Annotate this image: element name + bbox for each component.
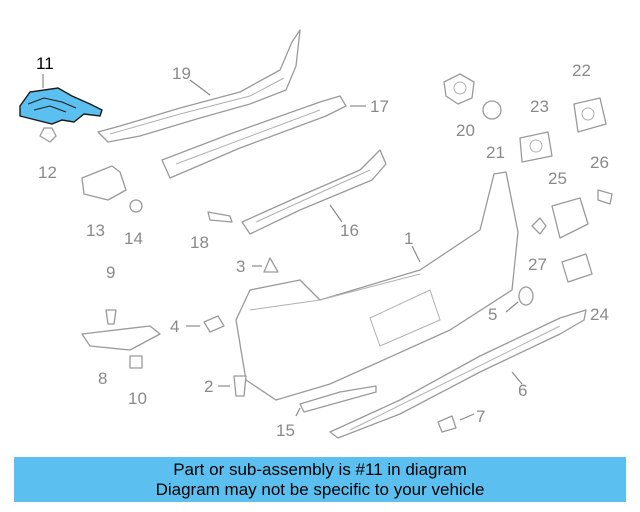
callout-19: 19 [172, 64, 191, 83]
callout-27: 27 [528, 255, 547, 274]
callout-4: 4 [170, 317, 179, 336]
part-12-clip[interactable] [39, 127, 57, 143]
callout-2: 2 [204, 377, 213, 396]
part-10-nut[interactable] [129, 355, 143, 369]
part-16-bumper-beam[interactable] [241, 149, 387, 235]
part-22-sensor-holder[interactable] [573, 97, 607, 133]
part-11-bracket[interactable] [19, 87, 103, 125]
part-14-nut[interactable] [129, 199, 143, 213]
part-3-fastener[interactable] [263, 257, 279, 273]
part-23-sensor-holder[interactable] [519, 131, 553, 163]
callout-20: 20 [456, 121, 475, 140]
part-21-grommet[interactable] [482, 100, 502, 120]
part-25-side-bracket[interactable] [551, 197, 589, 239]
part-27-clip[interactable] [531, 217, 547, 235]
callout-16: 16 [340, 221, 359, 240]
callout-10: 10 [128, 389, 147, 408]
callout-26: 26 [590, 153, 609, 172]
callout-7: 7 [476, 407, 485, 426]
part-2-bolt[interactable] [233, 375, 247, 397]
callout-21: 21 [486, 143, 505, 162]
parts-diagram: 11 12 19 17 16 13 14 18 20 [19, 29, 613, 440]
leader-19 [189, 79, 211, 96]
part-19-upper-beam[interactable] [97, 29, 301, 143]
part-17-impact-absorber[interactable] [161, 95, 347, 179]
part-13-side-bracket[interactable] [81, 165, 127, 201]
callout-5: 5 [488, 305, 497, 324]
callout-9: 9 [106, 263, 115, 282]
callout-15: 15 [276, 421, 295, 440]
callout-22: 22 [572, 61, 591, 80]
leader-1 [411, 245, 421, 263]
callout-23: 23 [530, 97, 549, 116]
callout-25: 25 [548, 169, 567, 188]
part-26-screw[interactable] [597, 189, 613, 205]
callout-17: 17 [370, 97, 389, 116]
leader-16 [329, 204, 343, 223]
callout-24: 24 [590, 305, 609, 324]
callout-1: 1 [404, 229, 413, 248]
part-5-fog-lamp[interactable] [518, 286, 534, 306]
callout-3: 3 [236, 257, 245, 276]
part-20-sensor[interactable] [443, 73, 475, 105]
banner-line-1: Part or sub-assembly is #11 in diagram [173, 460, 467, 479]
part-7-clip[interactable] [437, 415, 457, 433]
part-18-bolt[interactable] [207, 211, 233, 223]
leader-5 [505, 301, 519, 313]
callout-12: 12 [38, 163, 57, 182]
banner-line-2: Diagram may not be specific to your vehi… [155, 480, 485, 499]
info-banner: Part or sub-assembly is #11 in diagram D… [14, 457, 626, 502]
leader-7 [459, 413, 475, 421]
callout-6: 6 [518, 381, 527, 400]
part-15-reflector-strip[interactable] [299, 385, 377, 413]
part-24-reflector[interactable] [561, 253, 593, 283]
part-6-lower-trim[interactable] [329, 309, 587, 439]
callout-14: 14 [124, 229, 143, 248]
callout-13: 13 [86, 221, 105, 240]
part-4-clip[interactable] [203, 315, 225, 333]
part-1-bumper-cover[interactable] [235, 171, 519, 401]
callout-11: 11 [36, 54, 54, 73]
callout-8: 8 [98, 369, 107, 388]
callout-18: 18 [190, 233, 209, 252]
part-8-side-bracket[interactable] [81, 325, 161, 351]
part-9-screw[interactable] [105, 309, 117, 325]
leader-15 [295, 407, 301, 417]
leader-6 [511, 371, 523, 385]
